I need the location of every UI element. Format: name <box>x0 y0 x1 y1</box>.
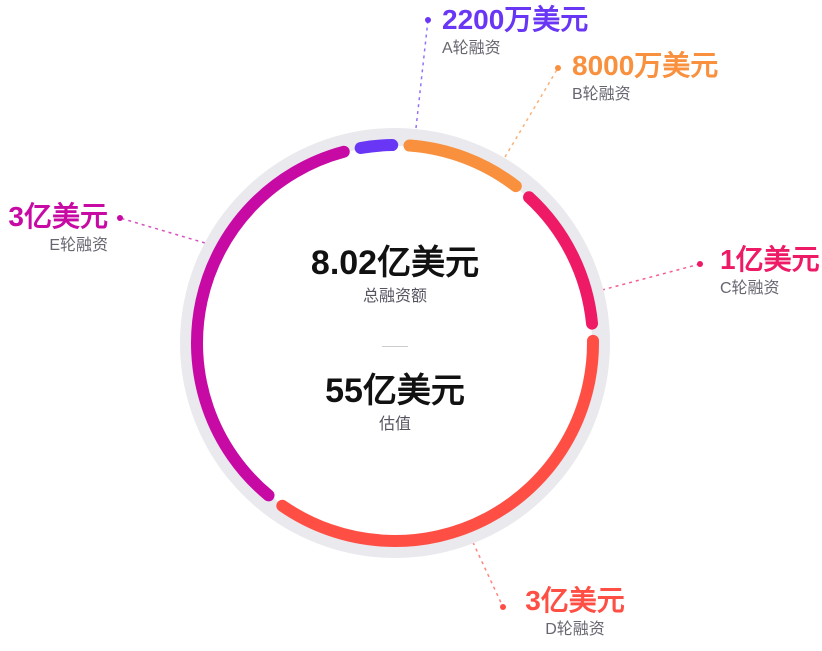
callout-round-c: 1亿美元 C轮融资 <box>720 244 820 300</box>
leader-lines <box>117 17 703 610</box>
callout-round-e: 3亿美元 E轮融资 <box>0 201 108 257</box>
round-c-label: C轮融资 <box>720 280 780 297</box>
callout-round-d: 3亿美元 D轮融资 <box>520 585 630 641</box>
donut-slice-1 <box>354 139 399 155</box>
round-a-label: A轮融资 <box>442 40 501 57</box>
leader-dot-5 <box>117 215 123 221</box>
valuation-label: 估值 <box>378 416 411 433</box>
donut-slice-4 <box>276 334 599 547</box>
callout-round-b: 8000万美元 B轮融资 <box>572 50 718 106</box>
leader-dot-1 <box>425 17 431 23</box>
donut-track <box>180 128 610 558</box>
leader-line-5 <box>119 217 206 244</box>
round-d-label: D轮融资 <box>545 621 605 638</box>
round-e-label: E轮融资 <box>49 237 108 254</box>
donut-arcs <box>191 139 599 547</box>
total-funding-label: 总融资额 <box>362 288 427 305</box>
round-d-amount: 3亿美元 <box>525 585 625 616</box>
leader-line-1 <box>415 19 429 129</box>
round-c-amount: 1亿美元 <box>720 244 820 275</box>
leader-dot-2 <box>555 65 561 71</box>
leader-dot-3 <box>697 261 703 267</box>
donut-slice-2 <box>403 139 522 193</box>
donut-slice-3 <box>523 191 599 330</box>
valuation-value: 55亿美元 <box>325 372 465 410</box>
total-funding-block: 8.02亿美元 总融资额 <box>245 244 545 308</box>
leader-line-3 <box>601 263 701 291</box>
round-e-amount: 3亿美元 <box>8 201 108 232</box>
leader-line-4 <box>469 535 504 608</box>
valuation-block: 55亿美元 估值 <box>245 372 545 436</box>
leader-dot-4 <box>500 604 506 610</box>
leader-line-2 <box>504 67 559 158</box>
round-b-label: B轮融资 <box>572 86 631 103</box>
round-b-amount: 8000万美元 <box>572 50 719 81</box>
callout-round-a: 2200万美元 A轮融资 <box>442 4 588 60</box>
center-divider <box>382 346 408 347</box>
round-a-amount: 2200万美元 <box>442 4 589 35</box>
total-funding-value: 8.02亿美元 <box>310 244 480 282</box>
donut-slice-5 <box>191 145 350 502</box>
